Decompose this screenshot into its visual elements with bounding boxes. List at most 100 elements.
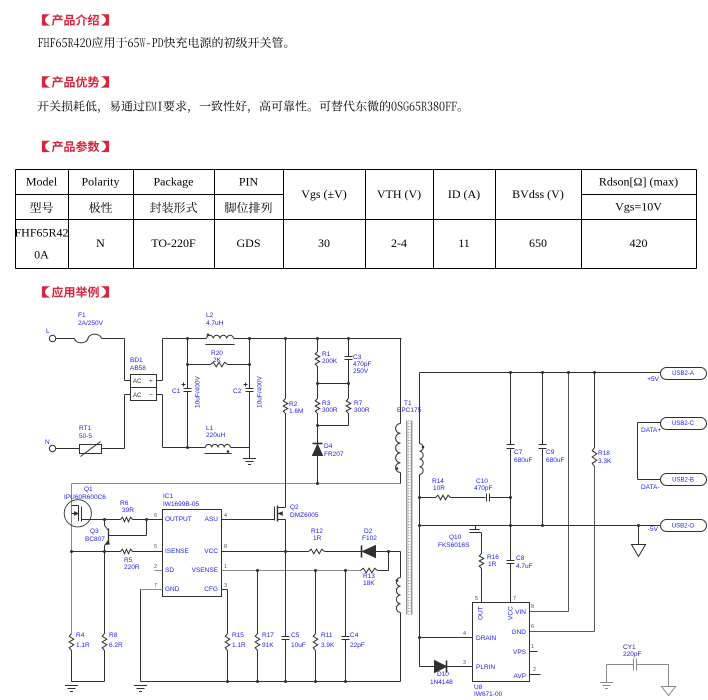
svg-text:Package: Package: [154, 175, 194, 189]
svg-text:7: 7: [154, 583, 157, 589]
svg-text:6.2R: 6.2R: [109, 642, 123, 649]
svg-text:CY1: CY1: [623, 644, 636, 651]
svg-text:39R: 39R: [122, 507, 134, 514]
svg-text:C10: C10: [476, 478, 488, 485]
svg-text:R1: R1: [322, 351, 331, 358]
svg-text:10R: 10R: [433, 485, 445, 492]
svg-text:IW671-00: IW671-00: [474, 691, 503, 698]
svg-text:220pF: 220pF: [623, 651, 641, 658]
svg-text:R6: R6: [120, 500, 129, 507]
svg-text:R7: R7: [354, 400, 363, 407]
svg-text:6: 6: [531, 624, 534, 630]
svg-text:680uF: 680uF: [514, 457, 532, 464]
svg-text:50-5: 50-5: [79, 433, 92, 440]
svg-text:200K: 200K: [322, 358, 338, 365]
svg-text:Q10: Q10: [449, 534, 462, 541]
svg-text:D10: D10: [437, 671, 449, 678]
svg-text:18K: 18K: [363, 580, 375, 587]
svg-text:10uF: 10uF: [291, 642, 306, 649]
svg-text:R4: R4: [76, 632, 85, 639]
svg-text:AB58: AB58: [130, 365, 146, 372]
svg-text:C8: C8: [516, 555, 525, 562]
svg-text:680uF: 680uF: [546, 457, 564, 464]
svg-text:ASU: ASU: [205, 516, 219, 523]
svg-text:L: L: [46, 328, 50, 335]
svg-text:DATA-: DATA-: [641, 484, 660, 491]
svg-text:1.1R: 1.1R: [232, 642, 246, 649]
svg-text:R15: R15: [232, 632, 244, 639]
svg-text:2A/250V: 2A/250V: [78, 320, 104, 327]
svg-text:220uH: 220uH: [206, 432, 225, 439]
svg-text:R12: R12: [311, 528, 323, 535]
svg-text:R14: R14: [432, 478, 444, 485]
svg-text:R16: R16: [487, 554, 499, 561]
svg-text:1R: 1R: [488, 561, 497, 568]
svg-text:USB2-C: USB2-C: [672, 421, 695, 427]
svg-text:11: 11: [458, 236, 470, 250]
svg-text:300R: 300R: [354, 407, 370, 414]
svg-text:2K: 2K: [213, 357, 222, 364]
svg-text:VSENSE: VSENSE: [192, 567, 219, 574]
svg-text:PLRIN: PLRIN: [476, 664, 495, 671]
svg-text:Polarity: Polarity: [82, 175, 120, 189]
svg-text:10uF/400V: 10uF/400V: [195, 376, 202, 408]
svg-text:8: 8: [531, 604, 534, 610]
svg-text:USB2-A: USB2-A: [672, 371, 694, 377]
svg-text:RT1: RT1: [79, 425, 92, 432]
svg-text:ISENSE: ISENSE: [165, 548, 190, 555]
svg-text:R13: R13: [363, 573, 375, 580]
svg-text:BD1: BD1: [130, 357, 143, 364]
svg-text:C9: C9: [546, 449, 555, 456]
svg-text:3: 3: [463, 660, 466, 666]
svg-text:1.6M: 1.6M: [289, 408, 303, 415]
svg-text:IW1699B-05: IW1699B-05: [163, 501, 200, 508]
svg-text:CFG: CFG: [204, 586, 218, 593]
svg-text:GND: GND: [165, 586, 180, 593]
svg-text:470pF: 470pF: [353, 361, 371, 368]
svg-text:5: 5: [475, 596, 478, 602]
svg-text:TO-220F: TO-220F: [151, 236, 196, 250]
svg-text:SD: SD: [165, 567, 174, 574]
svg-text:N: N: [45, 439, 50, 446]
svg-text:BVdss (V): BVdss (V): [512, 187, 564, 201]
svg-text:VCC: VCC: [508, 606, 515, 620]
svg-text:91K: 91K: [262, 642, 274, 649]
svg-text:FR207: FR207: [324, 451, 344, 458]
svg-text:BC807: BC807: [85, 536, 105, 543]
svg-text:2: 2: [533, 667, 536, 673]
svg-text:VIN: VIN: [515, 609, 526, 616]
svg-text:R17: R17: [262, 632, 274, 639]
svg-text:0A: 0A: [34, 248, 49, 262]
svg-text:C3: C3: [353, 354, 362, 361]
svg-text:250V: 250V: [353, 368, 369, 375]
svg-text:DRAIN: DRAIN: [476, 635, 497, 642]
svg-text:4: 4: [463, 631, 466, 637]
svg-text:5: 5: [154, 544, 157, 550]
svg-text:R3: R3: [322, 400, 331, 407]
svg-text:ID (A): ID (A): [448, 187, 480, 201]
svg-text:EPC175: EPC175: [397, 407, 422, 414]
svg-text:C1: C1: [172, 388, 181, 395]
svg-text:DMZ6005: DMZ6005: [290, 512, 319, 519]
svg-text:420: 420: [630, 236, 648, 250]
svg-text:FKS6016S: FKS6016S: [438, 542, 470, 549]
svg-text:2-4: 2-4: [391, 236, 407, 250]
svg-text:3.9K: 3.9K: [321, 642, 335, 649]
svg-text:GDS: GDS: [236, 236, 260, 250]
svg-text:-5V: -5V: [648, 526, 659, 533]
svg-text:IC1: IC1: [163, 493, 174, 500]
svg-text:C4: C4: [350, 632, 359, 639]
svg-text:USB2-O: USB2-O: [672, 524, 695, 530]
svg-text:3.3K: 3.3K: [598, 458, 612, 465]
svg-text:4.7uH: 4.7uH: [206, 320, 224, 327]
svg-text:PIN: PIN: [239, 175, 259, 189]
svg-text:F1: F1: [78, 312, 86, 319]
svg-text:AC: AC: [133, 393, 142, 399]
svg-text:4.7uF: 4.7uF: [516, 563, 533, 570]
svg-text:R5: R5: [124, 557, 133, 564]
svg-text:+: +: [149, 378, 153, 385]
svg-text:R18: R18: [598, 450, 610, 457]
svg-text:C5: C5: [291, 632, 300, 639]
svg-text:GND: GND: [512, 629, 527, 636]
svg-text:Q1: Q1: [84, 486, 93, 493]
